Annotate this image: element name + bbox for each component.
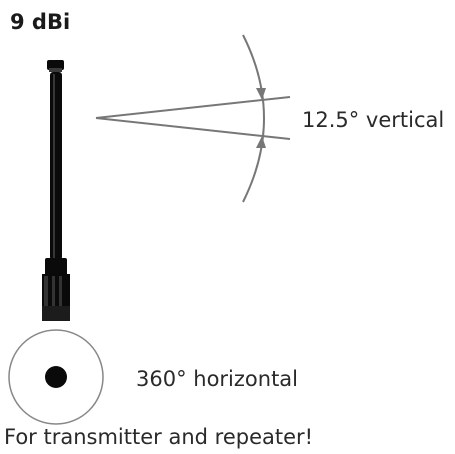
horizontal-angle-label: 360° horizontal (136, 367, 299, 391)
vertical-angle-label: 12.5° vertical (302, 108, 445, 132)
beam-arrow-icon (242, 34, 266, 203)
antenna-icon (42, 60, 70, 321)
footer-text: For transmitter and repeater! (4, 425, 314, 449)
omni-top-view-icon (8, 329, 104, 425)
gain-title: 9 dBi (10, 10, 71, 34)
beam-lines (95, 96, 291, 140)
